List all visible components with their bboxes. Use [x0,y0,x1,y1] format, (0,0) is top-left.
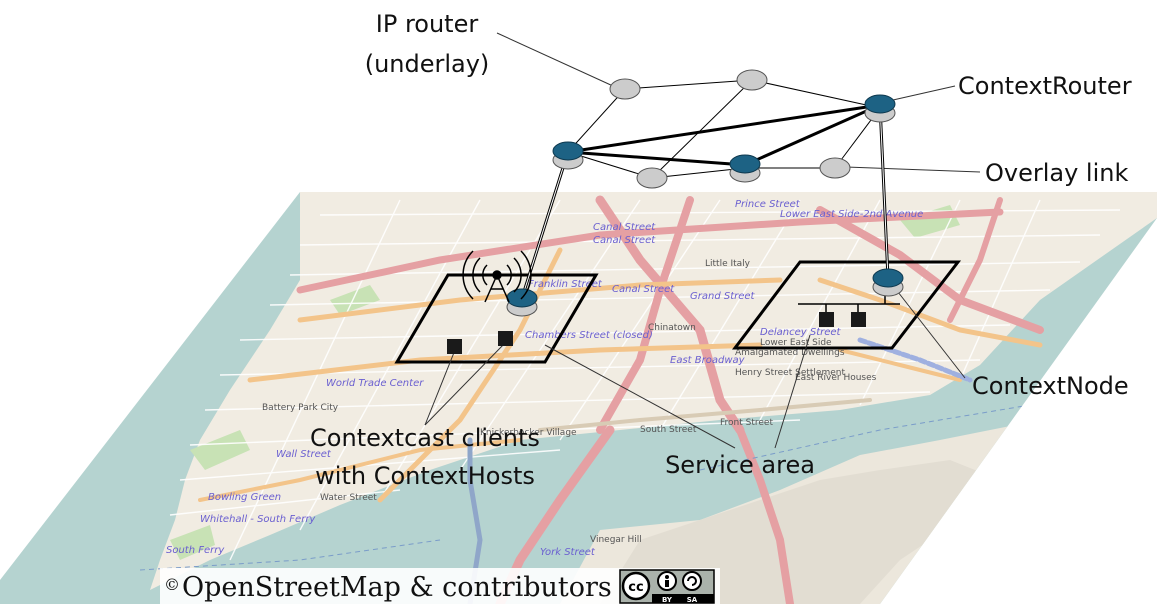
map-street-label: Chambers Street (closed) [525,330,653,341]
cc-sa-text: SA [687,596,698,604]
map-street-label: Whitehall - South Ferry [200,514,316,525]
map-street-label: Prince Street [735,199,801,210]
ip-router-node [609,78,641,100]
contextcast-client [851,312,866,327]
context-router-2 [729,154,761,183]
credit-bar: © OpenStreetMap & contributors cc BY SA [160,568,720,604]
context-router-1 [552,141,584,170]
antenna-icon [462,250,532,303]
credit-text: OpenStreetMap & contributors [182,572,612,603]
contextcast-client [447,339,462,354]
map-district-label: South Street [640,425,697,435]
map-street-label: York Street [540,547,596,558]
map-district-label: Knickerbocker Village [480,428,577,438]
service-area-label: Service area [665,451,815,479]
map-street-label: Delancey Street [760,327,842,338]
service-area-left [394,273,599,364]
map-district-label: East River Houses [795,373,877,383]
map-street-label: Canal Street [612,284,675,295]
map-street-label: Canal Street [593,235,656,246]
contextcast-client [498,331,513,346]
map-park [190,430,250,470]
ip-router-label: IP router [376,10,479,38]
service-area-right [731,260,962,350]
map-street-label: South Ferry [166,545,225,556]
map-street-label: Bowling Green [208,492,281,503]
copyright-symbol: © [164,575,180,594]
map-street-label: World Trade Center [326,378,424,389]
map-major-roads [198,195,1044,604]
map-labels: Prince Street Lower East Side-2nd Avenue… [166,199,923,558]
lan-bus [798,295,900,313]
ip-routers [609,69,851,189]
ip-router-node [819,157,851,179]
map-land-manhattan [150,192,1157,590]
contextcast-client [819,312,834,327]
cc-license-badge: cc BY SA [619,569,715,604]
map-district-label: Lower East Side [760,338,832,348]
map-street-label: Wall Street [276,449,332,460]
context-node-label: ContextNode [972,372,1129,400]
map-district-label: Battery Park City [262,403,339,413]
context-node-right [872,268,904,297]
map-district-label: Front Street [720,418,773,428]
map-district-label: Amalgamated Dwellings [735,348,845,358]
map-street-label: Canal Street [593,222,656,233]
map-district-label: Little Italy [705,259,751,269]
ip-router-label-sub: (underlay) [365,50,490,78]
overlay-link-label: Overlay link [985,159,1128,187]
clients-label-sub: with ContextHosts [315,462,535,490]
map-street-label: Franklin Street [528,279,603,290]
map-district-label: Chinatown [648,323,696,333]
overlay-links-inner [521,104,889,299]
map-park [170,525,215,560]
map-street-label: Lower East Side-2nd Avenue [780,209,923,220]
map-ferry-lines [139,399,1061,571]
context-router-label: ContextRouter [958,72,1132,100]
map-district-label: Water Street [320,493,377,503]
map-park [330,285,380,315]
cc-logo-text: cc [628,580,643,595]
clients-label: Contextcast clients [310,424,540,452]
map-street-label: East Broadway [670,355,746,366]
map-district-label: Vinegar Hill [590,535,642,545]
ip-router-node [636,167,668,189]
context-node-left [506,288,538,317]
context-router-3 [864,94,896,123]
ip-router-node [736,69,768,91]
map-district-label: Henry Street Settlement [735,368,845,378]
leader-lines [424,32,981,449]
map-street-label: Grand Street [690,291,756,302]
cc-by-text: BY [662,596,673,604]
